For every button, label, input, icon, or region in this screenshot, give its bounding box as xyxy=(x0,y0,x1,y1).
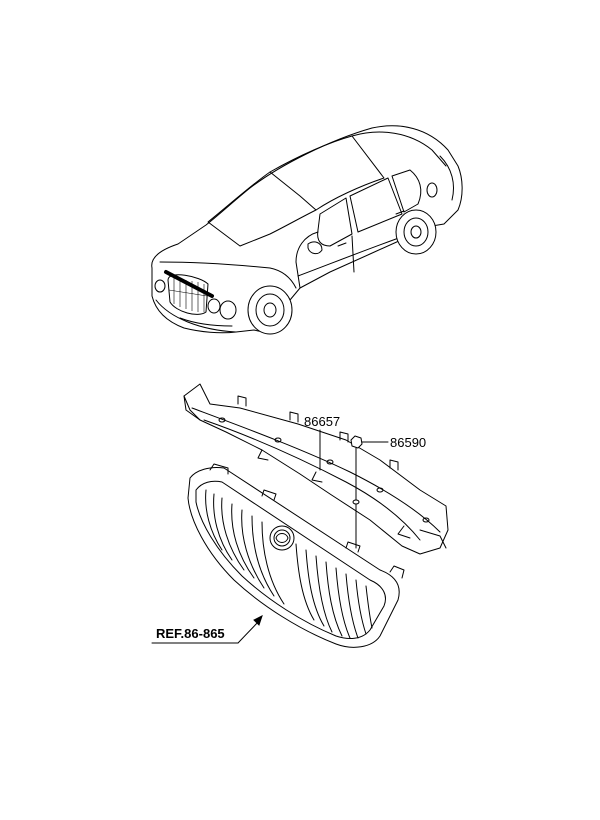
part-number-label: 86590 xyxy=(390,435,426,450)
callout-86590: 86590 xyxy=(361,435,426,450)
callout-86657: 86657 xyxy=(304,414,340,471)
grille-slats xyxy=(205,489,373,639)
grille-emblem xyxy=(269,525,295,551)
upper-garnish-part xyxy=(183,383,449,555)
part-number-label: 86657 xyxy=(304,414,340,429)
callout-reference: REF.86-865 xyxy=(151,615,263,644)
reference-label: REF.86-865 xyxy=(156,626,225,641)
clip-part xyxy=(350,435,363,549)
car-illustration xyxy=(151,125,463,335)
radiator-grille-part xyxy=(187,463,405,648)
